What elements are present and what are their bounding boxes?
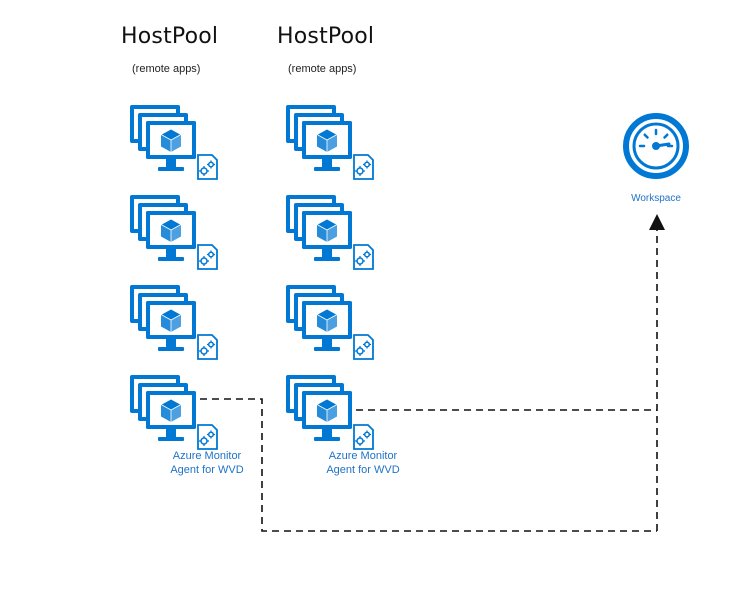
host-pool-2-vm-3-icon	[284, 283, 376, 365]
agent-label-line-2: Agent for WVD	[326, 464, 400, 476]
host-pool-2-vm-4-icon	[284, 373, 376, 455]
host-pool-1-vm-2-icon	[128, 193, 220, 275]
host-pool-1-vm-3-icon	[128, 283, 220, 365]
host-pool-1-agent-label: Azure Monitor Agent for WVD	[152, 449, 262, 477]
host-pool-2-vm-1-icon	[284, 103, 376, 185]
workspace-gauge-icon	[621, 111, 691, 181]
host-pool-1-title: HostPool	[121, 24, 219, 49]
agent-label-line-2: Agent for WVD	[170, 464, 244, 476]
workspace-label: Workspace	[631, 193, 681, 204]
host-pool-2-vm-2-icon	[284, 193, 376, 275]
host-pool-1-vm-1-icon	[128, 103, 220, 185]
host-pool-2-subtitle: (remote apps)	[288, 63, 357, 75]
host-pool-2-title: HostPool	[277, 24, 375, 49]
agent-label-line-1: Azure Monitor	[328, 450, 398, 462]
host-pool-1-vm-4-icon	[128, 373, 220, 455]
host-pool-1-subtitle: (remote apps)	[132, 63, 201, 75]
pool-1-to-workspace-connector	[200, 398, 657, 532]
host-pool-2-agent-label: Azure Monitor Agent for WVD	[308, 449, 418, 477]
agent-label-line-1: Azure Monitor	[172, 450, 242, 462]
